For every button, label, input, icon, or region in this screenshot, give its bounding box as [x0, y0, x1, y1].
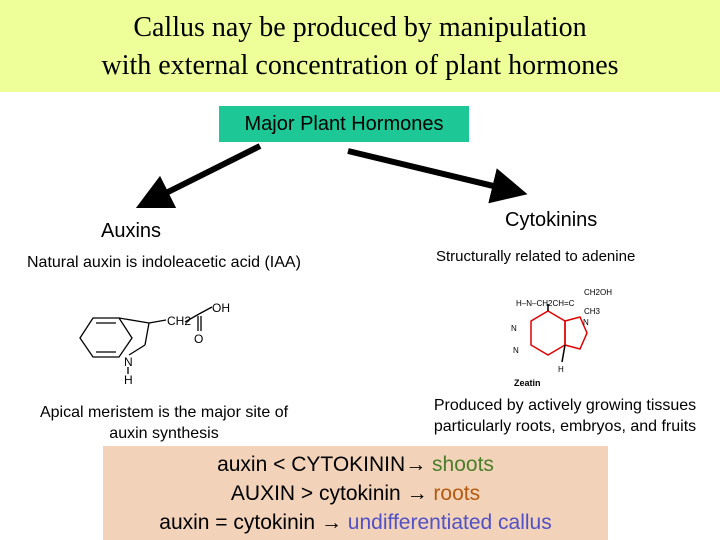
arrow-icon: → [320, 511, 342, 534]
title-line-1: Callus nay be produced by manipulation [133, 12, 587, 43]
iaa-oh-label: OH [212, 301, 230, 315]
ratio-row-callus: auxin = cytokinin → undifferentiated cal… [103, 508, 608, 537]
title-band: Callus nay be produced by manipulation w… [0, 0, 720, 92]
arrow-icon: → [405, 453, 427, 476]
ratio-result-callus: undifferentiated callus [347, 511, 552, 534]
ratio-row-roots: AUXIN > cytokinin → roots [103, 479, 608, 508]
cytokinin-description: Structurally related to adenine [436, 248, 636, 265]
iaa-h-label: H [124, 373, 133, 387]
ratio-condition: auxin = cytokinin [159, 511, 321, 534]
zeatin-ch3-label: CH3 [584, 307, 601, 316]
zeatin-structure [530, 304, 588, 363]
iaa-n-label: N [124, 355, 133, 369]
zeatin-side-chain-label: H–N–CH2CH=C [516, 299, 575, 308]
zeatin-n-label-left: N [511, 324, 517, 333]
ratio-condition: AUXIN > cytokinin [230, 482, 407, 505]
major-plant-hormones-box: Major Plant Hormones [219, 106, 469, 142]
ratio-result-roots: roots [433, 482, 481, 505]
ratio-row-shoots: auxin < CYTOKININ→ shoots [103, 450, 608, 479]
iaa-o-label: O [194, 332, 203, 346]
cytokinins-heading: Cytokinins [505, 209, 598, 231]
iaa-ch2-label: CH2 [167, 314, 191, 328]
arrow-to-cytokinins [347, 148, 528, 204]
hormone-ratio-box: auxin < CYTOKININ→ shoots AUXIN > cytoki… [103, 446, 608, 540]
auxin-synthesis-site: Apical meristem is the major site of aux… [39, 404, 289, 442]
arrow-to-auxins [135, 143, 262, 209]
zeatin-n-label-right: N [583, 318, 589, 327]
ratio-condition: auxin < CYTOKININ [217, 453, 406, 476]
zeatin-n-label-bottom: N [513, 346, 519, 355]
zeatin-name-label: Zeatin [514, 378, 541, 388]
iaa-structure [79, 306, 213, 374]
zeatin-ch2oh-label: CH2OH [584, 288, 612, 297]
title-line-2: with external concentration of plant hor… [101, 50, 619, 81]
zeatin-h-label: H [558, 365, 564, 374]
ratio-result-shoots: shoots [432, 453, 494, 476]
cytokinin-source: Produced by actively growing tissues par… [433, 397, 697, 435]
arrow-icon: → [406, 482, 428, 505]
auxin-description: Natural auxin is indoleacetic acid (IAA) [27, 254, 301, 271]
auxins-heading: Auxins [101, 220, 162, 242]
